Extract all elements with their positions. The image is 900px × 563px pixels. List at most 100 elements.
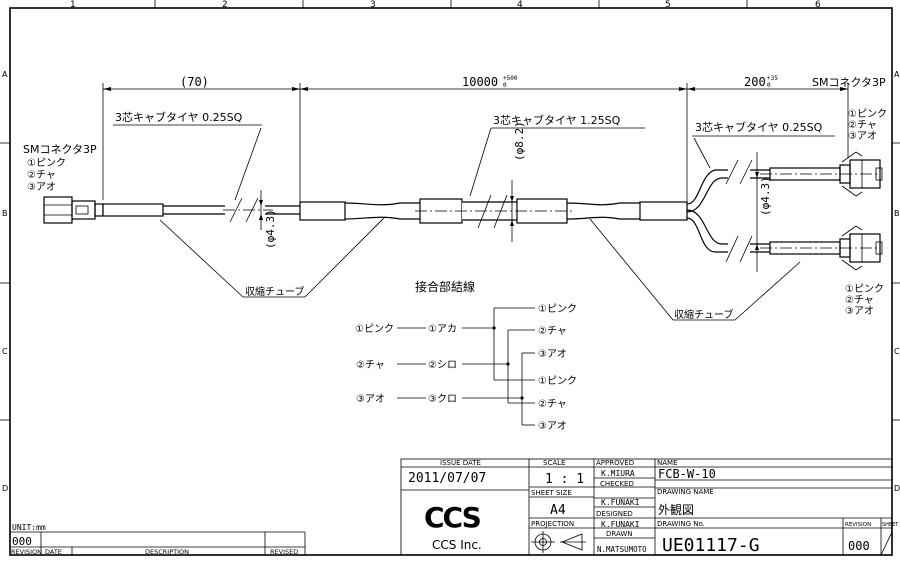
pin-label: ③アオ xyxy=(848,130,877,142)
wire-color-label: ①ピンク xyxy=(355,323,394,335)
row-marker: B xyxy=(894,209,900,218)
revision-block xyxy=(10,531,306,555)
row-marker: B xyxy=(2,209,8,218)
drawn-label: DRAWN xyxy=(606,530,633,538)
wiring-title: 接合部結線 xyxy=(415,279,475,294)
unit-label: UNIT:mm xyxy=(12,523,46,532)
designed-value-shown: K.FUNAKI xyxy=(601,520,640,529)
wire-color-label: ③クロ xyxy=(428,393,457,405)
cable-left-text: 3芯キャブタイヤ 0.25SQ xyxy=(115,110,243,124)
shrink-right-label: 収縮チューブ xyxy=(674,308,733,321)
revision-value: 000 xyxy=(12,535,32,548)
dimension-right: 200 +35 0 xyxy=(744,75,778,89)
sheet-size-label: SHEET SIZE xyxy=(531,489,572,497)
drawn-value: N.MATSUMOTO xyxy=(597,545,647,554)
projection-symbol xyxy=(531,531,586,553)
pin-label: ②チャ xyxy=(27,169,56,181)
checked-value: K.FUNAKI xyxy=(601,498,640,507)
wire-color-label: ①ピンク xyxy=(538,375,577,387)
dimension-main-tol-upper: +500 xyxy=(503,75,518,82)
wire-color-label: ①アカ xyxy=(428,323,457,335)
drawing-name-value: 外観図 xyxy=(658,503,694,517)
wire-color-label: ③アオ xyxy=(356,393,385,405)
connector-right-label: SMコネクタ3P xyxy=(812,76,886,89)
pin-label: ③アオ xyxy=(845,305,874,317)
approved-label: APPROVED xyxy=(596,459,634,467)
revision-label: REVISION xyxy=(845,522,871,528)
row-marker: C xyxy=(2,347,8,356)
dimension-lines xyxy=(102,83,849,210)
wire-color-label: ③アオ xyxy=(538,420,567,432)
name-label: NAME xyxy=(657,459,678,467)
cable-center-text: 3芯キャブタイヤ 1.25SQ xyxy=(493,113,621,127)
left-connector xyxy=(43,196,104,224)
cable-left-label: 3芯キャブタイヤ 0.25SQ xyxy=(113,110,262,126)
sheet-label: SHEET xyxy=(882,522,899,528)
drawing-name-label: DRAWING NAME xyxy=(657,488,714,496)
row-markers: A B C D A B C D xyxy=(2,70,900,493)
wire-color-label: ②シロ xyxy=(428,360,457,371)
revision-col-label: REVISION xyxy=(11,548,42,556)
left-cable xyxy=(102,127,300,230)
right-split-cables xyxy=(686,137,880,272)
connector-left-label: SMコネクタ3P xyxy=(23,143,97,156)
wiring-right-colors: ①ピンク ②チャ ③アオ ①ピンク ②チャ ③アオ xyxy=(538,303,577,432)
wiring-left-colors: ①ピンク ②チャ ③アオ xyxy=(355,323,394,405)
dimension-left: (70) xyxy=(180,75,209,89)
column-marker: 4 xyxy=(517,0,523,10)
pin-label: ③アオ xyxy=(27,181,56,193)
title-block-grid xyxy=(400,458,893,556)
shrink-tube-leaders xyxy=(159,216,801,321)
revision-col-label: DATE xyxy=(45,548,62,556)
logo-text: CCS xyxy=(424,501,481,534)
company-logo: CCS xyxy=(424,501,483,534)
wire-color-label: ③アオ xyxy=(538,348,567,360)
approved-value: K.MIURA xyxy=(601,469,635,478)
column-marker: 1 xyxy=(70,0,76,10)
wire-color-label: ①ピンク xyxy=(538,303,577,315)
pin-label: ①ピンク xyxy=(27,157,66,169)
diameter-center: (φ8.2) xyxy=(513,121,526,161)
right-connector-bottom xyxy=(839,225,883,271)
wiring-diagram xyxy=(397,307,535,426)
dimension-right-value: 200 xyxy=(744,75,766,89)
row-marker: A xyxy=(894,70,900,79)
wiring-mid-colors: ①アカ ②シロ ③クロ xyxy=(428,323,457,405)
dimension-right-tol-lower: 0 xyxy=(767,82,771,89)
pin-label: ①ピンク xyxy=(845,283,884,295)
column-marker: 2 xyxy=(222,0,228,10)
scale-value: 1 : 1 xyxy=(545,472,584,487)
designed-label: DESIGNED xyxy=(596,510,633,518)
shrink-left-label: 収縮チューブ xyxy=(245,285,304,298)
cable-center-label: 3芯キャブタイヤ 1.25SQ xyxy=(491,113,645,129)
projection-label: PROJECTION xyxy=(531,520,574,528)
connector-right-pins-top: ①ピンク ②チャ ③アオ xyxy=(848,108,887,142)
pin-label: ②チャ xyxy=(848,119,877,131)
scale-label: SCALE xyxy=(543,459,565,467)
drawing-no-label: DRAWING No. xyxy=(657,520,705,528)
dimension-main-value: 10000 xyxy=(462,75,498,89)
wire-color-label: ②チャ xyxy=(538,325,567,337)
column-markers: 1 2 3 4 5 6 xyxy=(70,0,821,10)
diameter-left: (φ4.3) xyxy=(264,209,277,249)
cable-right-text: 3芯キャブタイヤ 0.25SQ xyxy=(695,120,823,134)
dimension-right-tol-upper: +35 xyxy=(767,75,778,82)
diameter-right: (φ4.3) xyxy=(759,176,772,216)
revision-value-title: 000 xyxy=(848,539,870,553)
row-marker: D xyxy=(2,484,8,493)
wire-color-label: ②チャ xyxy=(356,359,385,371)
issue-date-value: 2011/07/07 xyxy=(408,471,486,486)
row-marker: C xyxy=(894,347,900,356)
row-marker: D xyxy=(894,484,900,493)
issue-date-label: ISSUE DATE xyxy=(440,459,481,467)
column-marker: 5 xyxy=(665,0,671,10)
connector-right-pins-bottom: ①ピンク ②チャ ③アオ xyxy=(845,283,884,317)
drawing-no-value: UE01117-G xyxy=(662,535,760,556)
checked-label: CHECKED xyxy=(600,480,634,488)
row-marker: A xyxy=(2,70,8,79)
column-marker: 3 xyxy=(370,0,376,10)
company-name: CCS Inc. xyxy=(432,538,482,552)
pin-label: ①ピンク xyxy=(848,108,887,120)
